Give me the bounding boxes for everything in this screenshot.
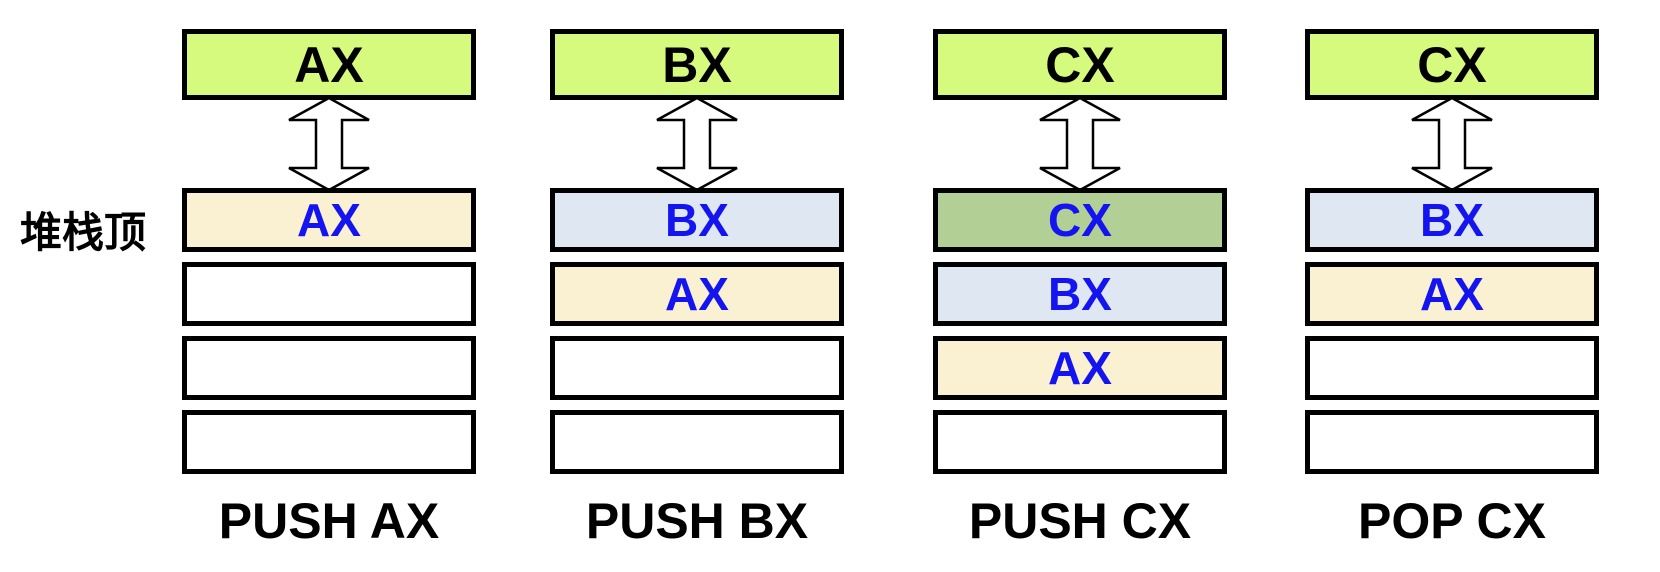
stack-cell-value: AX bbox=[297, 194, 361, 246]
stack-cell: AX bbox=[933, 336, 1227, 400]
register-box: BX bbox=[550, 29, 844, 100]
register-label: AX bbox=[294, 36, 364, 93]
stack-cell: BX bbox=[1305, 188, 1599, 252]
stack-cell-value: AX bbox=[1420, 268, 1484, 320]
stack-cell: BX bbox=[550, 188, 844, 252]
double-arrow-icon bbox=[288, 97, 370, 191]
stack-column-push-bx: BX BX AX PUSH BX bbox=[550, 0, 844, 572]
stack-cell: AX bbox=[182, 188, 476, 252]
register-label: BX bbox=[662, 36, 732, 93]
stack-cell: AX bbox=[550, 262, 844, 326]
instruction-caption: PUSH AX bbox=[218, 493, 440, 549]
stack-cell bbox=[1305, 336, 1599, 400]
instruction-caption: PUSH BX bbox=[585, 493, 809, 549]
stack-cell bbox=[550, 336, 844, 400]
register-box: CX bbox=[1305, 29, 1599, 100]
register-label: CX bbox=[1045, 36, 1115, 93]
stack-cell: BX bbox=[933, 262, 1227, 326]
instruction-caption: PUSH CX bbox=[968, 493, 1192, 549]
stack-cell bbox=[550, 410, 844, 474]
stack-column-pop-cx: CX BX AX POP CX bbox=[1305, 0, 1599, 572]
stack-top-label: 堆栈顶 bbox=[20, 209, 147, 256]
register-label: CX bbox=[1417, 36, 1487, 93]
stack-column-push-cx: CX CX BX AX PUSH CX bbox=[933, 0, 1227, 572]
double-arrow-icon bbox=[1039, 97, 1121, 191]
stack-cell-value: CX bbox=[1048, 194, 1112, 246]
double-arrow-icon bbox=[1411, 97, 1493, 191]
register-box: CX bbox=[933, 29, 1227, 100]
stack-column-push-ax: AX AX PUSH AX bbox=[182, 0, 476, 572]
stack-cell bbox=[1305, 410, 1599, 474]
stack-cell: AX bbox=[1305, 262, 1599, 326]
stack-cell bbox=[182, 262, 476, 326]
stack-cell-value: BX bbox=[665, 194, 729, 246]
stack-cell-value: BX bbox=[1048, 268, 1112, 320]
stack-cell-value: AX bbox=[1048, 342, 1112, 394]
instruction-caption: POP CX bbox=[1357, 493, 1547, 549]
register-box: AX bbox=[182, 29, 476, 100]
stack-cell-value: BX bbox=[1420, 194, 1484, 246]
stack-cell bbox=[182, 410, 476, 474]
stack-cell bbox=[933, 410, 1227, 474]
stack-cell bbox=[182, 336, 476, 400]
stack-cell-value: AX bbox=[665, 268, 729, 320]
double-arrow-icon bbox=[656, 97, 738, 191]
stack-cell: CX bbox=[933, 188, 1227, 252]
